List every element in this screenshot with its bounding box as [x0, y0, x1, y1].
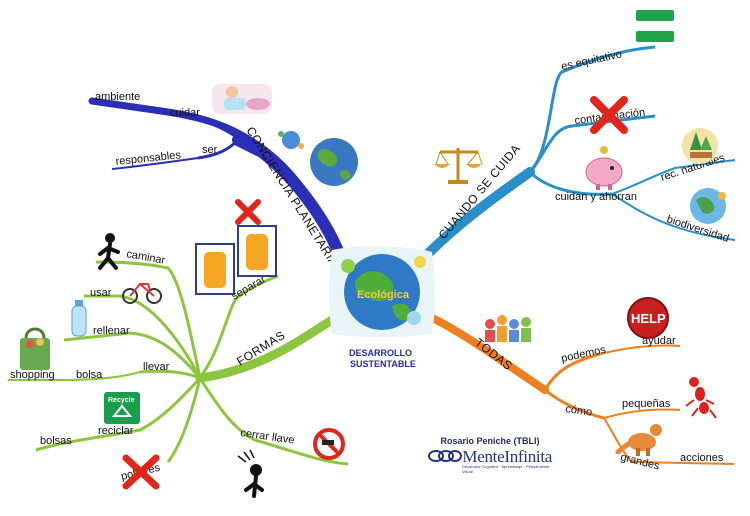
contamination-cross-icon	[590, 96, 628, 134]
label-como: cómo	[565, 403, 593, 419]
line-caminar	[95, 260, 202, 379]
line-pobores	[166, 377, 202, 463]
line-rellenar	[63, 331, 202, 379]
bicycle-icon	[122, 282, 162, 304]
natural-resources-icon	[682, 128, 718, 164]
label-bolsa: bolsa	[76, 369, 103, 381]
label-ambiente: ambiente	[95, 91, 140, 103]
care-illustration-icon	[212, 84, 272, 114]
center-title-line1: DESARROLLO	[349, 348, 412, 358]
line-ser	[197, 138, 240, 160]
label-usar: usar	[90, 287, 112, 299]
brand-name: MenteInfinita	[462, 447, 552, 466]
label-cuidar: cuidar	[170, 107, 200, 119]
shower-person-icon	[237, 449, 264, 498]
line-cerrar-llave	[198, 377, 349, 466]
line-acciones	[631, 461, 735, 465]
brand-logo: MenteInfinita	[428, 447, 552, 467]
water-bottle-icon	[71, 300, 87, 337]
line-bolsa	[61, 371, 141, 381]
brand-tagline: Desarrollo Cognitivo · Aprendizaje · Pen…	[462, 464, 550, 474]
label-pequenas: pequeñas	[622, 398, 671, 410]
line-separar	[198, 274, 279, 379]
help-sign-label: HELP	[631, 311, 666, 326]
pobores-cross-icon	[122, 454, 160, 490]
line-biodiversidad	[611, 193, 736, 241]
equal-sign-icon	[636, 10, 674, 42]
branch-formas-main	[195, 313, 340, 383]
brand-rings-icon	[428, 448, 462, 466]
line-es-equitativo	[528, 45, 656, 174]
line-ayudar	[599, 344, 681, 355]
center-title-line2: SUSTENTABLE	[350, 359, 416, 369]
ant-icon	[685, 377, 717, 419]
line-cuidar	[167, 112, 239, 140]
no-water-tap-icon	[313, 428, 345, 460]
label-shopping: shopping	[10, 369, 55, 381]
piggy-bank-icon	[585, 146, 623, 190]
bins-cross-icon	[235, 199, 261, 225]
line-llevar	[139, 369, 201, 380]
help-sign-icon: HELP	[627, 297, 669, 339]
branch-cuando-main	[415, 167, 535, 267]
line-cuidan	[528, 170, 613, 196]
line-grandes	[603, 417, 633, 463]
line-ambiente	[91, 100, 169, 115]
biodiversity-globe-icon	[690, 188, 726, 224]
author-credit: Rosario Peniche (TBLI) MenteInfinita Des…	[428, 436, 552, 474]
walking-person-icon	[98, 233, 120, 270]
recycle-bin-icon: Recycle	[104, 392, 140, 424]
earth-globe-icon	[310, 138, 358, 186]
label-bolsas: bolsas	[40, 435, 72, 447]
label-acciones: acciones	[680, 452, 724, 464]
branch-conciencia-main	[232, 134, 348, 268]
label-ser: ser	[202, 144, 218, 156]
label-podemos: podemos	[560, 344, 607, 365]
label-rellenar: rellenar	[93, 325, 130, 337]
author-name: Rosario Peniche (TBLI)	[440, 436, 540, 446]
line-responsables	[111, 157, 199, 170]
dinosaur-icon	[615, 424, 662, 456]
balance-scale-icon	[434, 148, 483, 184]
line-contaminacion	[528, 114, 656, 173]
recycle-bin-label: Recycle	[108, 397, 135, 404]
planet-people-icon	[276, 128, 306, 152]
line-podemos	[543, 352, 601, 391]
line-como	[544, 388, 605, 420]
separate-bins-icon	[195, 225, 277, 295]
center-globe-text: Ecológica	[357, 289, 410, 301]
label-separar: separar	[230, 273, 269, 302]
label-reciclar: reciclar	[98, 425, 134, 437]
people-group-icon	[485, 315, 531, 342]
line-reciclar	[35, 376, 202, 452]
label-grandes: grandes	[619, 451, 661, 472]
shopping-bag-icon	[20, 327, 50, 370]
line-pequenas	[603, 408, 681, 419]
line-rec-naturales	[611, 159, 736, 195]
label-llevar: llevar	[143, 361, 170, 373]
label-es-equitativo: es equitativo	[560, 48, 623, 73]
label-cuidan-ahorran: cuidan y ahorran	[555, 191, 637, 203]
center-node: Ecológica	[329, 246, 435, 337]
